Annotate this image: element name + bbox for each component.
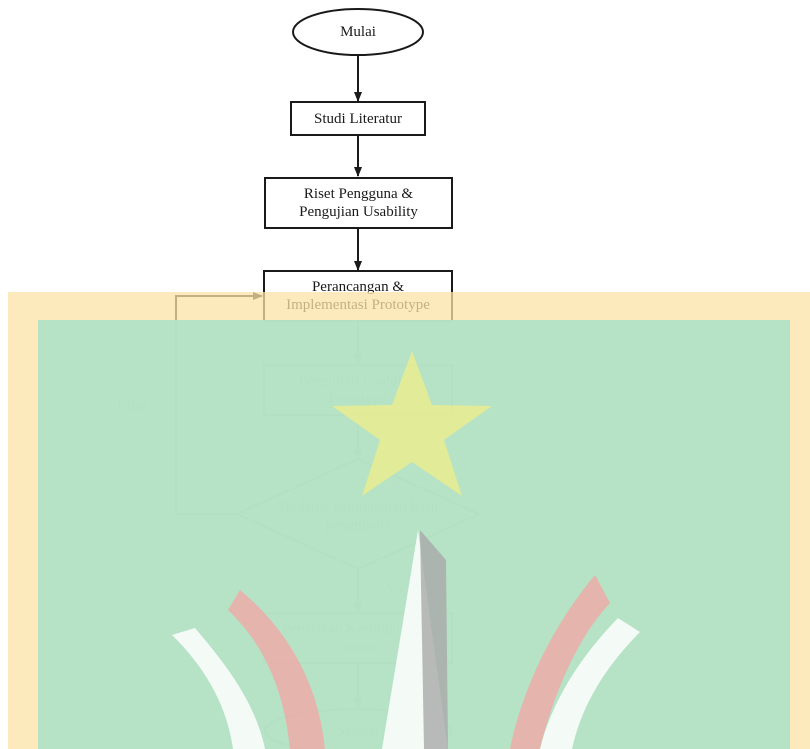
literature-process-box xyxy=(290,101,426,136)
end-terminal xyxy=(264,708,452,749)
research-process-box xyxy=(264,177,453,229)
no-edge-label: Tidak xyxy=(115,398,150,414)
connector-decision-loop-back xyxy=(175,292,263,515)
testing-process-box xyxy=(263,364,453,416)
design-process-box xyxy=(263,270,453,322)
yes-edge-label: Ya xyxy=(386,581,402,597)
conclusion-process-box xyxy=(263,612,453,664)
decision-diamond xyxy=(234,457,482,571)
start-terminal xyxy=(292,8,424,56)
